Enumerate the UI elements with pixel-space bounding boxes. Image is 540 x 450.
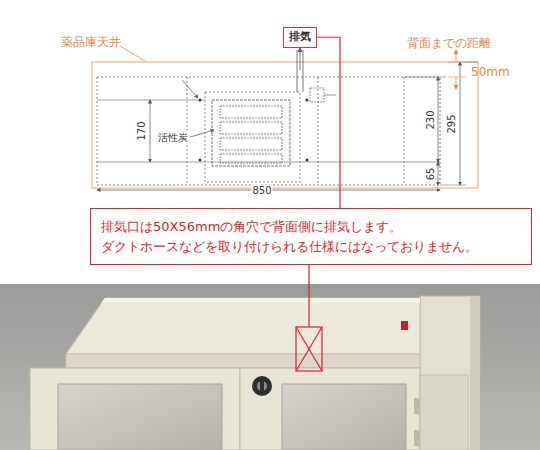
cabinet-photo [0,284,540,450]
leader-line [317,37,340,208]
dimension: 295 [446,113,457,134]
dimension: 170 [136,120,147,141]
dimension: 65 [425,167,436,182]
exhaust-tag: 排気 [283,27,317,48]
dimension: 850 [251,185,272,196]
dimension: 50mm [470,66,511,79]
dimension-note: 背面までの距離 [406,37,492,50]
exhaust-port-mark [296,327,322,371]
leader-line [308,265,309,327]
note-callout: 排気口は50X56mmの角穴で背面側に排気します。ダクトホースなどを取り付けられ… [90,208,532,265]
ceiling-drawing [92,46,478,190]
dimension: 230 [425,109,436,130]
part-name: 活性炭 [157,132,189,143]
part-name: 薬品庫天井 [60,36,122,49]
node-text: ダクトホースなどを取り付けられる仕様にはなっておりません。 [101,237,521,257]
node-text: 排気 [288,29,312,46]
node-text: 排気口は50X56mmの角穴で背面側に排気します。 [101,217,521,237]
